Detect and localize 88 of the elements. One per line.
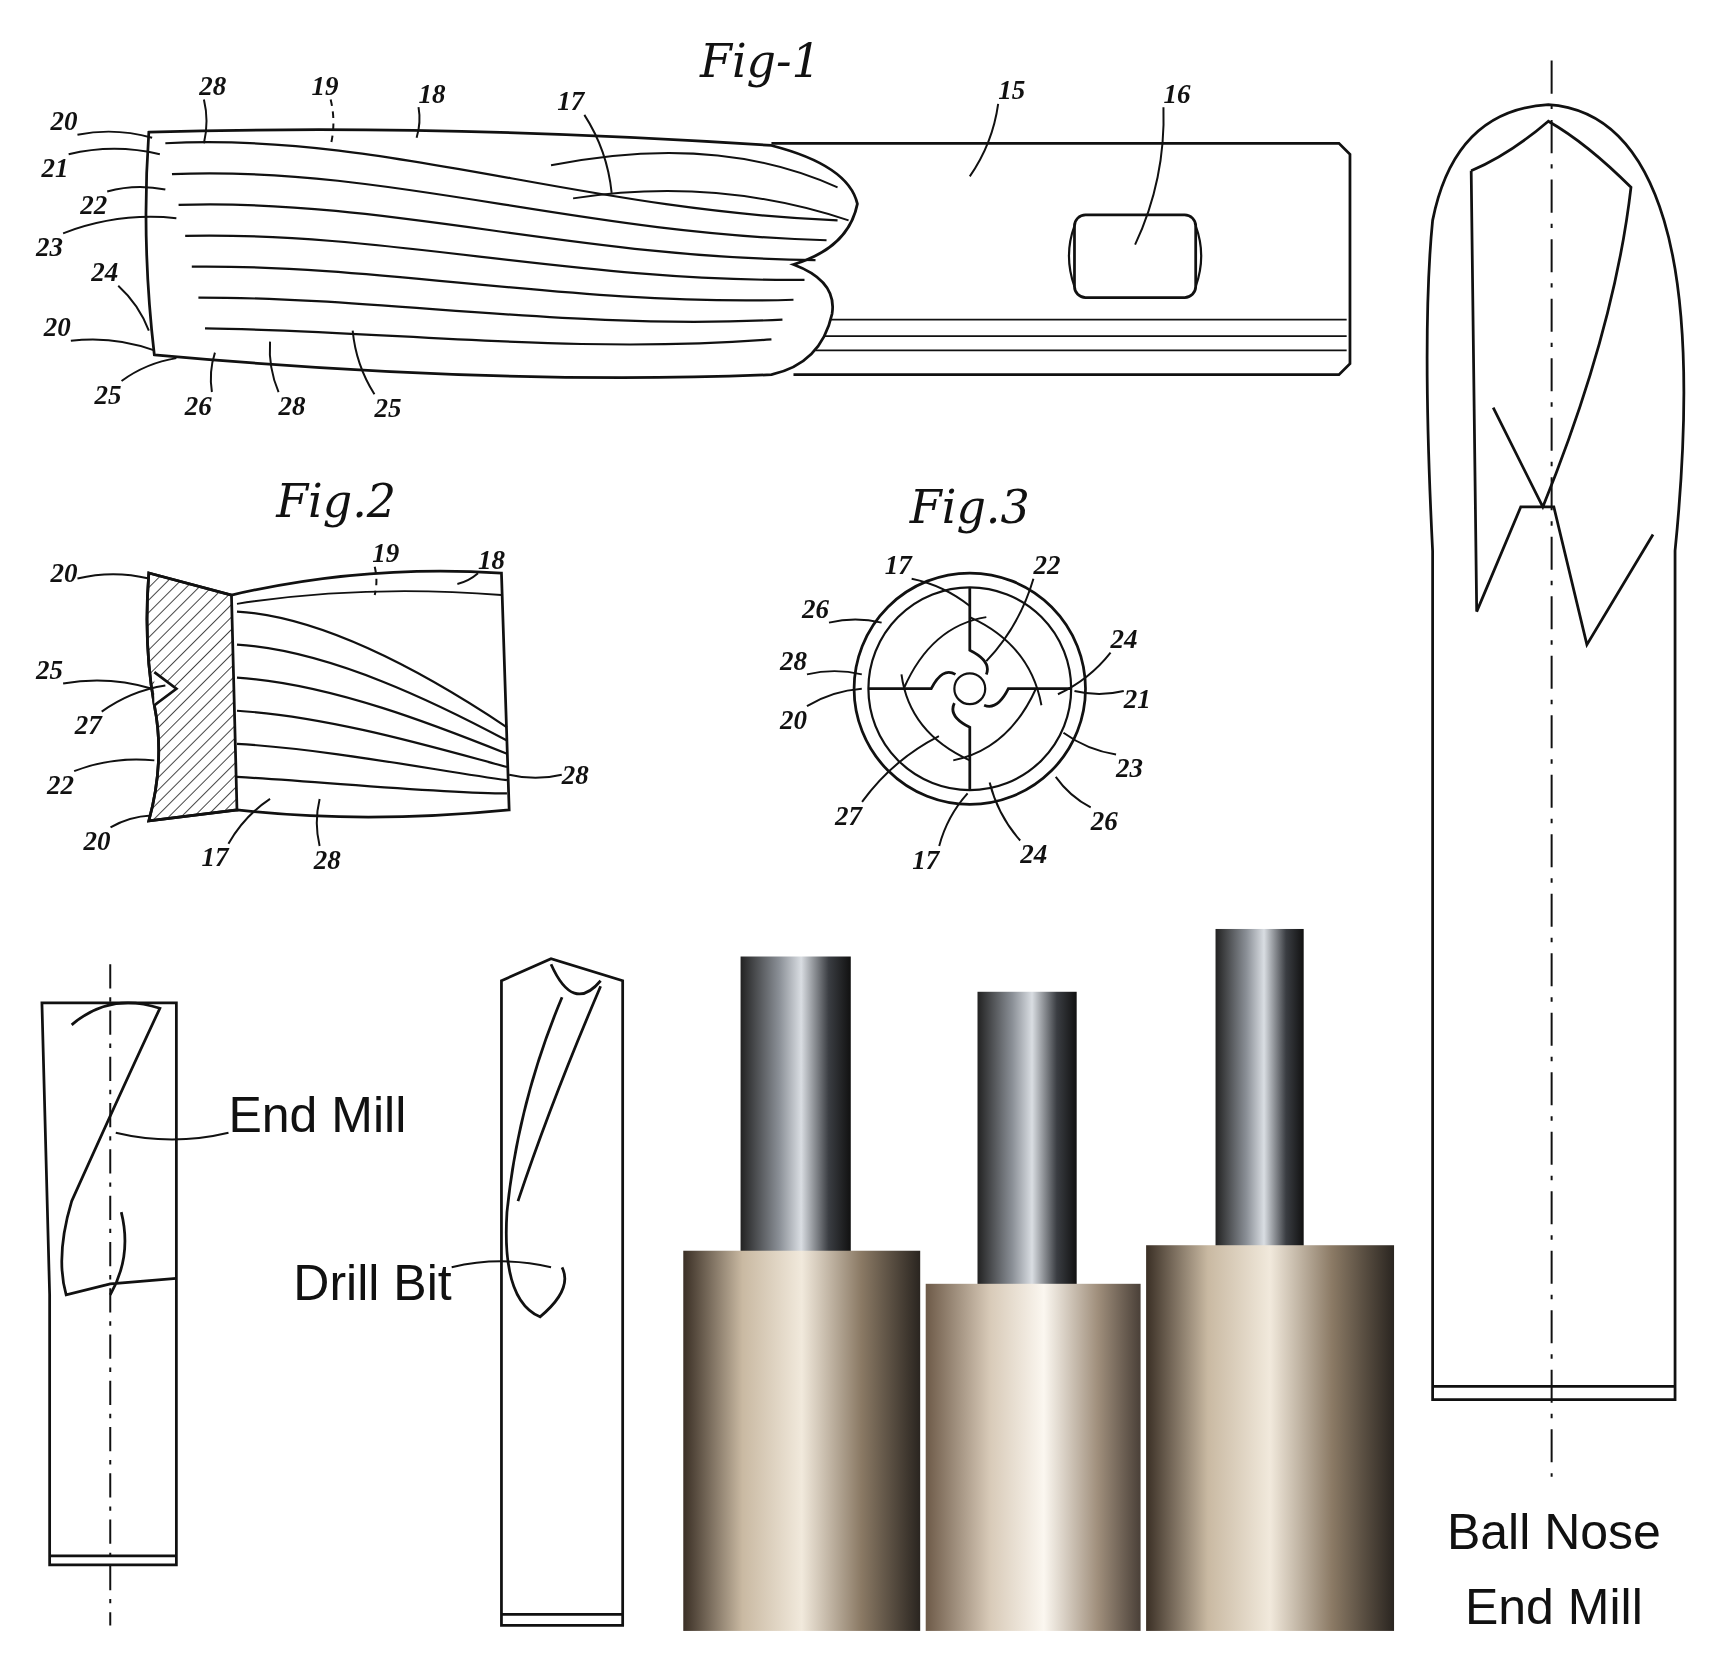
callout-number: 17 <box>557 87 585 115</box>
callout-number: 24 <box>1110 625 1138 653</box>
leader-line <box>450 1260 553 1269</box>
callout-number: 26 <box>184 392 212 420</box>
callout-number: 20 <box>50 559 78 587</box>
leader-line <box>806 687 863 708</box>
leader-line <box>456 572 479 586</box>
leader-line <box>202 98 208 145</box>
leader-line <box>1056 651 1112 696</box>
end-mill-section-drawing <box>145 569 511 823</box>
ball-nose-end-mill-drawing <box>1425 59 1686 1478</box>
leader-line <box>968 102 1000 178</box>
callout-number: 26 <box>1090 807 1118 835</box>
leader-line <box>938 792 969 847</box>
leader-line <box>76 130 154 139</box>
leader-line <box>117 284 150 332</box>
leader-line <box>373 565 378 597</box>
callout-number: 27 <box>74 711 102 739</box>
leader-line <box>209 351 216 393</box>
drill-bit-drawing <box>500 957 625 1627</box>
leader-line <box>1054 775 1092 809</box>
callout-number: 20 <box>83 827 111 855</box>
leader-line <box>508 773 563 779</box>
callout-number: 25 <box>374 394 402 422</box>
leader-line <box>76 573 150 580</box>
callout-number: 25 <box>94 381 122 408</box>
leader-line <box>268 340 280 393</box>
callout-number: 19 <box>372 539 400 567</box>
end-mill-drawing <box>144 128 1352 379</box>
leader-line <box>828 618 883 624</box>
callout-number: 20 <box>50 107 78 135</box>
callout-number: 27 <box>835 802 863 829</box>
leader-line <box>861 735 940 803</box>
leader-line <box>415 106 421 139</box>
part-label: Ball Nose End Mill <box>1445 1503 1662 1638</box>
callout-number: 22 <box>1033 551 1061 579</box>
leader-line <box>985 577 1035 663</box>
callout-number: 17 <box>884 551 912 579</box>
figure-title: Fig.3 <box>909 479 1030 534</box>
leader-line <box>100 684 167 713</box>
leader-line <box>69 338 156 352</box>
leader-line <box>73 758 156 773</box>
callout-number: 28 <box>199 72 227 100</box>
leader-line <box>1062 731 1118 756</box>
figure-title: Fig-1 <box>699 33 821 88</box>
leader-line <box>67 147 161 156</box>
callout-number: 23 <box>1116 754 1144 782</box>
leader-line <box>351 329 376 396</box>
end-mill-drawing <box>40 963 178 1627</box>
leader-line <box>109 814 152 829</box>
callout-number: 17 <box>912 846 940 874</box>
leader-line <box>1134 106 1165 246</box>
callout-number: 21 <box>1123 685 1151 713</box>
leader-line <box>106 185 167 193</box>
callout-number: 28 <box>278 392 306 420</box>
callout-number: 25 <box>36 656 64 684</box>
callout-number: 18 <box>418 80 446 108</box>
part-label: Drill Bit <box>293 1255 452 1313</box>
callout-number: 24 <box>1020 840 1048 868</box>
callout-number: 22 <box>80 191 108 219</box>
leader-line <box>583 113 613 194</box>
leader-line <box>120 357 178 382</box>
figure-title: Fig.2 <box>276 474 397 529</box>
callout-number: 21 <box>41 154 69 181</box>
callout-number: 19 <box>311 72 339 100</box>
callout-number: 15 <box>998 76 1026 104</box>
leader-line <box>806 670 863 676</box>
leader-line <box>988 781 1022 842</box>
leader-line <box>62 679 154 690</box>
callout-number: 20 <box>779 706 807 734</box>
leader-line <box>227 797 272 845</box>
callout-number: 20 <box>43 313 71 341</box>
callout-number: 26 <box>802 595 829 623</box>
callout-number: 28 <box>561 761 589 789</box>
leader-line <box>1073 689 1125 695</box>
callout-number: 28 <box>779 647 807 675</box>
callout-number: 28 <box>313 846 341 874</box>
callout-number: 16 <box>1163 80 1191 108</box>
leader-line <box>114 1131 230 1141</box>
leader-line <box>910 577 971 608</box>
part-label: End Mill <box>228 1087 407 1146</box>
callout-number: 23 <box>36 233 64 261</box>
leader-line <box>315 797 321 847</box>
callout-number: 24 <box>91 258 119 286</box>
callout-number: 18 <box>478 546 505 574</box>
callout-number: 17 <box>201 843 229 871</box>
callout-number: 22 <box>47 771 75 799</box>
leader-line <box>62 215 178 235</box>
